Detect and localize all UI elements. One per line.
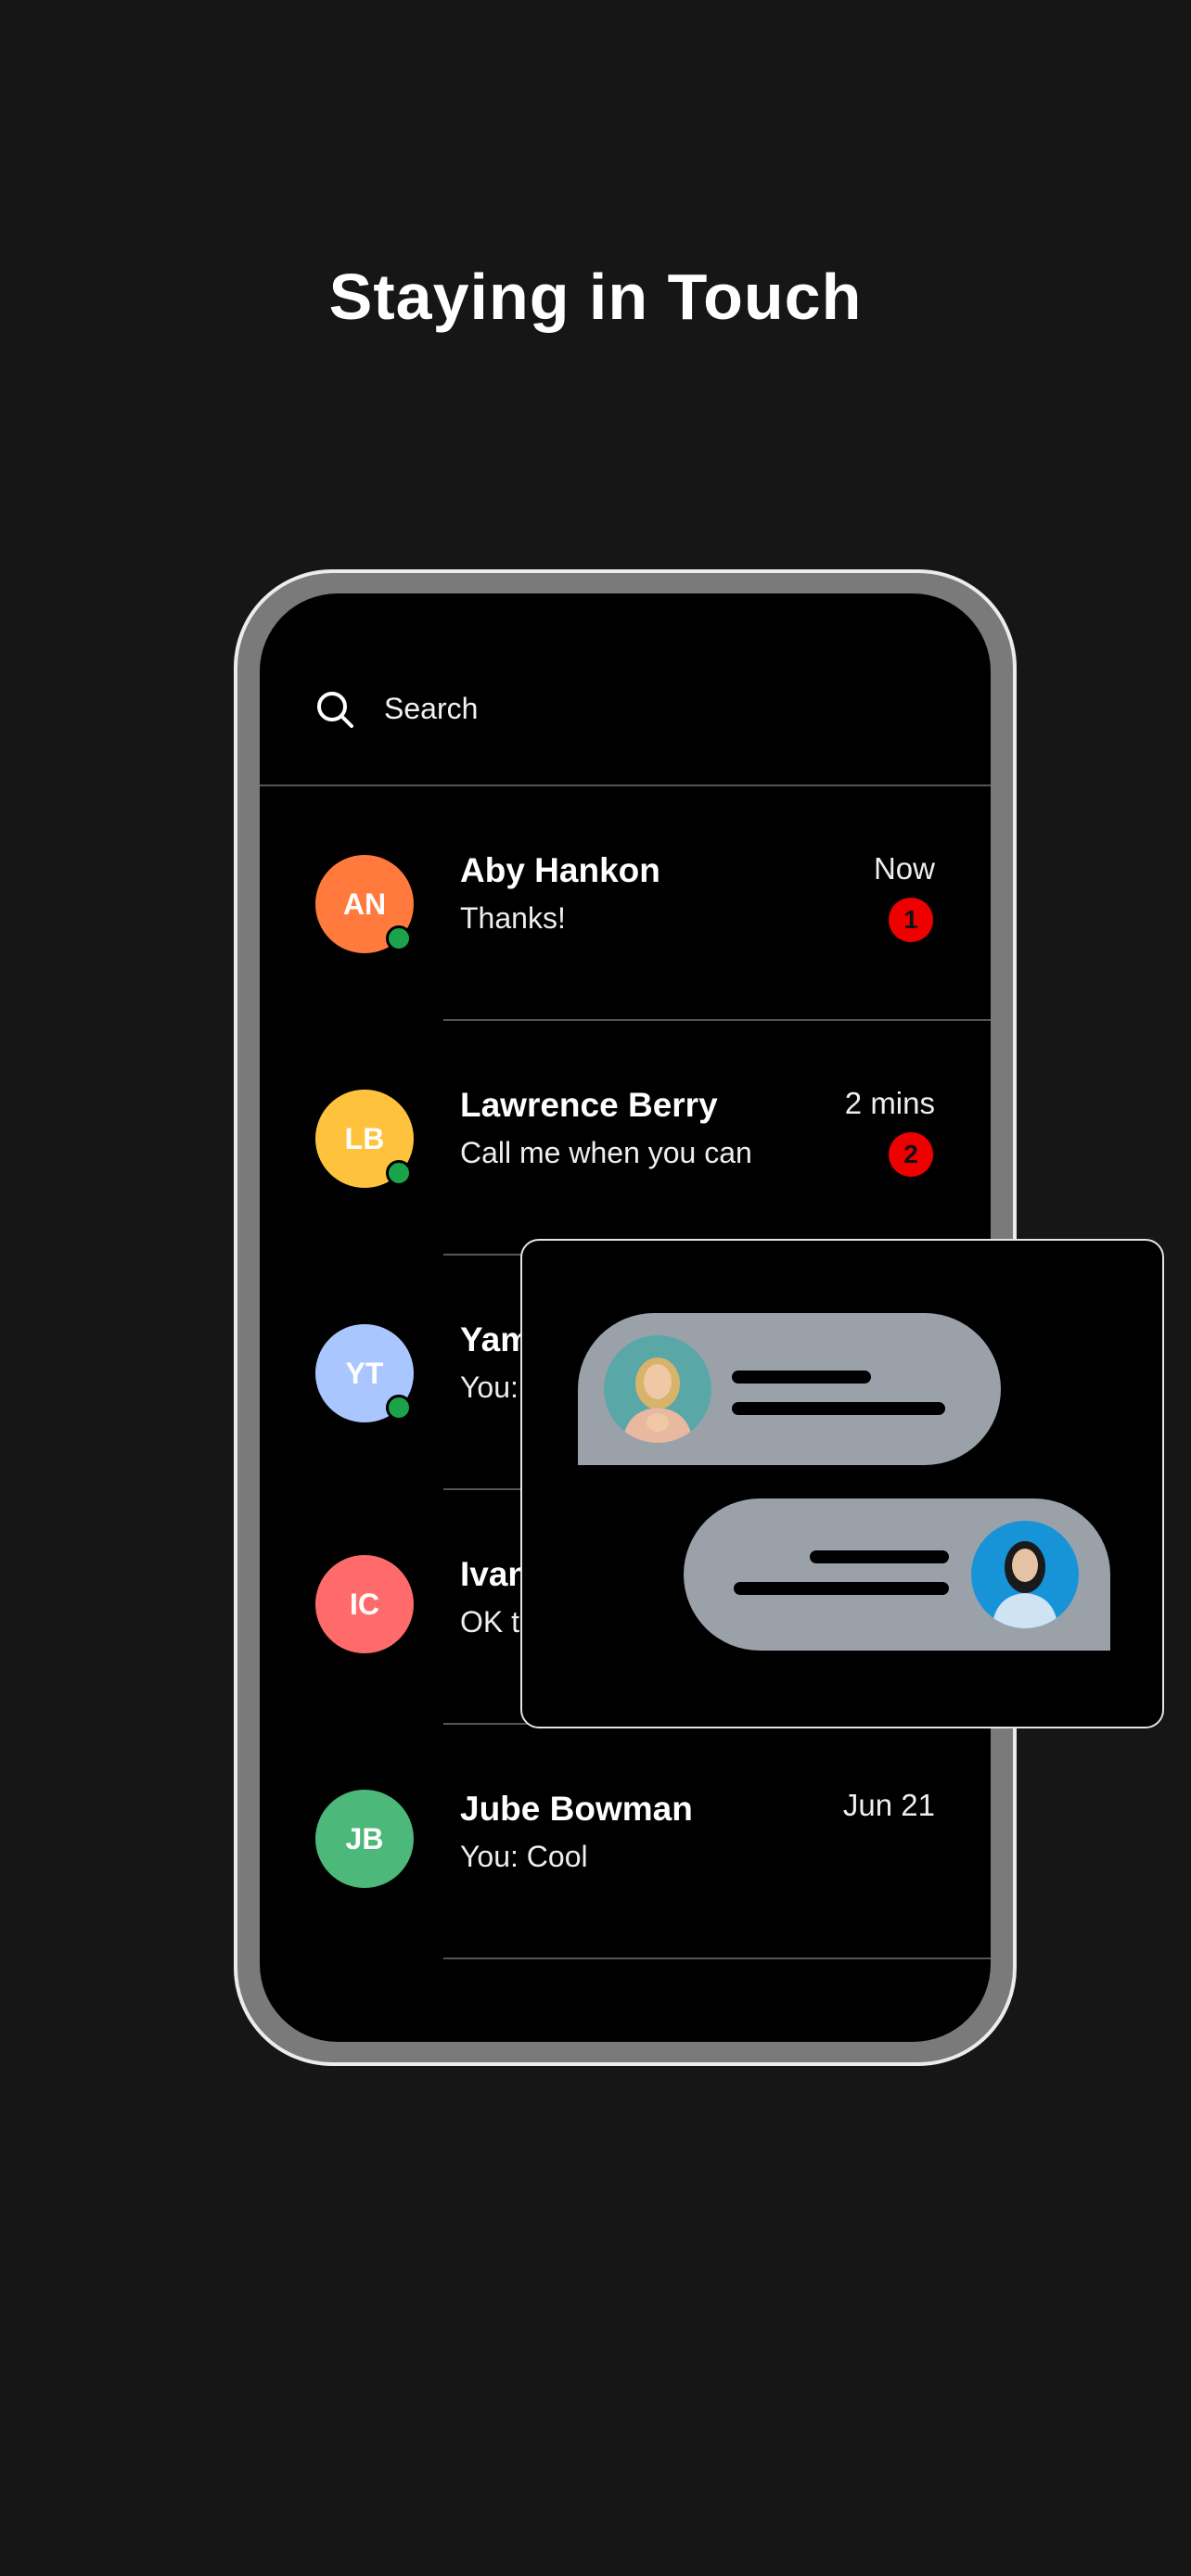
message-line — [732, 1402, 945, 1415]
online-indicator — [386, 1395, 412, 1421]
message-line — [734, 1582, 949, 1595]
avatar-initials: LB — [344, 1121, 385, 1155]
contact-name: Ivan — [460, 1555, 530, 1593]
incoming-message-bubble — [578, 1313, 1001, 1465]
chat-preview-card — [520, 1239, 1164, 1728]
contact-name: Jube Bowman — [460, 1790, 693, 1828]
avatar: AN — [315, 855, 414, 953]
timestamp: 2 mins — [844, 1086, 935, 1120]
message-preview: Call me when you can — [460, 1136, 752, 1169]
unread-badge: 1 — [889, 898, 933, 942]
avatar: JB — [315, 1790, 414, 1888]
divider — [443, 1958, 991, 1959]
message-preview: You: — [460, 1371, 519, 1404]
outgoing-message-bubble — [684, 1498, 1110, 1651]
avatar-initials: AN — [342, 886, 387, 921]
unread-count: 2 — [903, 1140, 918, 1168]
avatar-initials: JB — [345, 1821, 384, 1855]
avatar-initials: IC — [350, 1587, 379, 1621]
timestamp: Jun 21 — [842, 1788, 935, 1822]
search-bar[interactable]: Search — [260, 593, 991, 786]
contact-name: Lawrence Berry — [460, 1086, 718, 1124]
message-line — [810, 1550, 949, 1563]
conversation-row-jube-bowman[interactable]: JB Jube Bowman You: Cool Jun 21 — [260, 1725, 991, 1959]
online-indicator — [386, 1160, 412, 1186]
avatar: IC — [315, 1555, 414, 1653]
contact-name: Aby Hankon — [460, 851, 660, 889]
message-preview: OK t — [460, 1605, 520, 1639]
timestamp: Now — [873, 851, 935, 886]
conversation-row-aby-hankon[interactable]: AN Aby Hankon Thanks! Now 1 — [260, 786, 991, 1021]
avatar-initials: YT — [345, 1356, 384, 1390]
woman-dark-hair-avatar — [971, 1521, 1079, 1628]
message-preview: You: Cool — [460, 1840, 588, 1873]
divider — [443, 1019, 991, 1021]
unread-badge: 2 — [889, 1132, 933, 1177]
message-preview: Thanks! — [460, 901, 566, 935]
search-input[interactable]: Search — [384, 692, 479, 725]
unread-count: 1 — [903, 905, 918, 934]
conversation-row-lawrence-berry[interactable]: LB Lawrence Berry Call me when you can 2… — [260, 1021, 991, 1256]
page-title: Staying in Touch — [328, 261, 863, 333]
message-line — [732, 1371, 871, 1384]
online-indicator — [386, 925, 412, 951]
contact-name: Yam — [460, 1320, 531, 1358]
woman-blonde-avatar — [604, 1335, 711, 1443]
search-icon — [317, 692, 353, 728]
